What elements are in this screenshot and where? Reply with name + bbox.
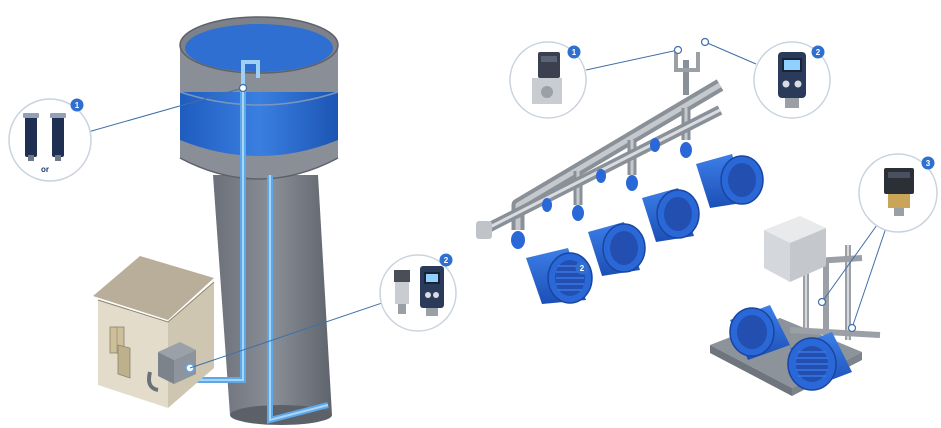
callout-manifold-switch[interactable]: 1	[509, 41, 587, 119]
callout-level-sensor[interactable]: or 1	[8, 98, 92, 182]
booster-mount-point-2	[847, 323, 857, 333]
pump-motor-1: 2	[526, 248, 593, 304]
sensor-mount-point	[238, 83, 248, 93]
callout-badge-3: 3	[926, 159, 931, 168]
tower-callout-lines	[87, 87, 386, 369]
callout-manifold-pressure[interactable]: 2	[753, 41, 831, 119]
pressure-switch-icon	[884, 168, 914, 216]
manifold-mount-point-2	[700, 37, 710, 47]
pump-motor-4	[696, 154, 764, 208]
water-tower	[179, 16, 339, 425]
digital-pressure-sensor-icon	[778, 52, 806, 108]
pump-badge-2: 2	[580, 264, 585, 273]
booster-mount-point-1	[817, 297, 827, 307]
callout-badge-2: 2	[444, 256, 449, 265]
manifold-pipework	[476, 52, 724, 239]
callout-badge-1: 1	[75, 101, 80, 110]
pump-motor-3	[642, 188, 700, 242]
booster-callout-lines	[821, 217, 889, 329]
manifold-mount-point-1	[673, 45, 683, 55]
pressure-sensor-icon	[394, 266, 444, 316]
photoelectric-sensor-icon	[23, 113, 66, 161]
callout-booster-switch[interactable]: 3	[858, 153, 938, 233]
callout-tower-pressure[interactable]: 2	[379, 253, 457, 332]
pipe-flanges	[511, 138, 692, 249]
callout-badge-2b: 2	[816, 48, 821, 57]
manifold-callout-lines	[585, 41, 757, 71]
booster-set	[710, 216, 881, 396]
callout-badge-1b: 1	[572, 48, 577, 57]
or-label: or	[41, 165, 49, 174]
pump-house	[93, 256, 215, 408]
pressure-switch-icon	[532, 52, 562, 104]
pump-motor-2	[588, 222, 646, 276]
